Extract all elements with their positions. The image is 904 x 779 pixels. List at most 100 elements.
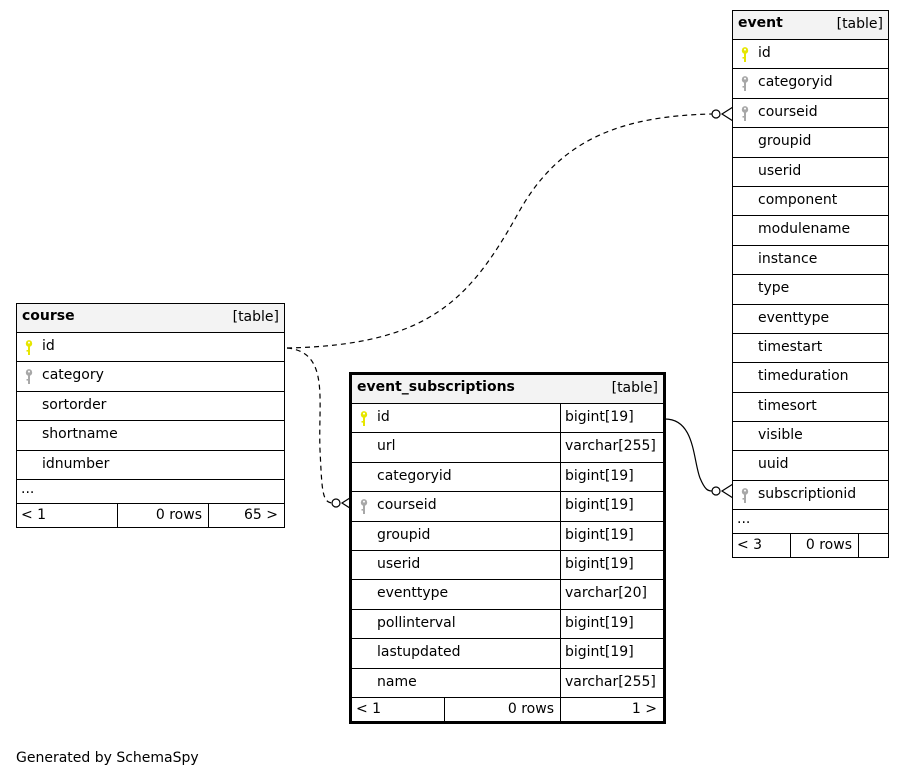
table-header: event_subscriptions [table] [352, 375, 663, 404]
rel-course-event-optional-marker [711, 109, 721, 119]
column-name: instance [758, 250, 818, 267]
column-row-shortname[interactable]: shortname [17, 421, 284, 451]
column-name: sortorder [42, 396, 107, 413]
column-row-pollinterval[interactable]: pollinterval bigint[19] [352, 609, 663, 640]
column-name: url [377, 438, 396, 455]
column-row-courseid[interactable]: courseid [733, 99, 888, 129]
column-type: bigint[19] [560, 639, 663, 668]
column-name: categoryid [758, 74, 833, 91]
table-header: event [table] [733, 11, 888, 40]
column-name: userid [758, 162, 802, 179]
table-name: event_subscriptions [357, 379, 515, 395]
column-row-userid[interactable]: userid [733, 158, 888, 187]
column-list: id categoryid courseid groupid userid compone… [733, 40, 888, 511]
column-row-type[interactable]: type [733, 275, 888, 305]
column-name: modulename [758, 221, 851, 238]
column-row-id[interactable]: id [17, 333, 284, 363]
foreign-key-icon [360, 499, 368, 515]
children-count[interactable]: 1 > [560, 697, 663, 721]
column-row-visible[interactable]: visible [733, 422, 888, 452]
foreign-key-icon [25, 369, 33, 385]
column-name: timestart [758, 338, 823, 355]
parents-count[interactable]: < 3 [737, 537, 763, 554]
column-name: eventtype [377, 585, 449, 602]
table-event[interactable]: event [table] id categoryid courseid groupi… [732, 10, 889, 559]
table-kind: [table] [232, 309, 279, 325]
column-name: groupid [377, 526, 431, 543]
column-list: id category sortorder shortname idnumber [17, 333, 284, 480]
column-row-eventtype[interactable]: eventtype varchar[20] [352, 580, 663, 610]
row-count: 0 rows [117, 503, 208, 527]
column-name: timesort [758, 397, 817, 414]
column-type: bigint[19] [560, 462, 663, 492]
column-name: pollinterval [377, 614, 456, 631]
children-count[interactable] [858, 534, 888, 558]
children-count[interactable]: 65 > [208, 503, 284, 527]
parents-count[interactable]: < 1 [21, 506, 47, 523]
column-name: subscriptionid [758, 485, 857, 502]
column-type: varchar[20] [560, 580, 663, 609]
column-row-groupid[interactable]: groupid [733, 128, 888, 158]
table-kind: [table] [611, 380, 658, 396]
column-name: shortname [42, 426, 118, 443]
foreign-key-icon [741, 487, 749, 503]
column-type: bigint[19] [560, 609, 663, 639]
column-type: bigint[19] [560, 521, 663, 550]
primary-key-icon [741, 47, 749, 62]
column-row-sortorder[interactable]: sortorder [17, 392, 284, 422]
rel-course-event-crowsfoot [720, 106, 734, 122]
column-name: id [758, 45, 771, 61]
rel-subscriptions-event-crowsfoot [720, 483, 734, 499]
rel-course-subscriptions [286, 347, 333, 504]
generated-by-credit: Generated by SchemaSpy [16, 750, 199, 766]
column-name: uuid [758, 456, 789, 473]
column-name: userid [377, 555, 421, 572]
column-type: varchar[255] [560, 668, 663, 697]
table-name: course [22, 308, 75, 324]
column-row-instance[interactable]: instance [733, 246, 888, 276]
column-row-id[interactable]: id [733, 40, 888, 70]
column-type: bigint[19] [560, 492, 663, 521]
column-name: category [42, 367, 104, 384]
table-course[interactable]: course [table] id category sortorder shortn… [16, 303, 285, 528]
column-row-category[interactable]: category [17, 362, 284, 392]
column-name: component [758, 191, 838, 208]
table-footer: < 1 0 rows 65 > [17, 503, 284, 527]
column-row-groupid[interactable]: groupid bigint[19] [352, 521, 663, 551]
column-name: id [377, 409, 390, 425]
column-row-timestart[interactable]: timestart [733, 334, 888, 364]
column-row-subscriptionid[interactable]: subscriptionid [733, 481, 888, 511]
primary-key-icon [360, 411, 368, 426]
column-name: visible [758, 427, 803, 444]
column-row-idnumber[interactable]: idnumber [17, 451, 284, 480]
column-name: groupid [758, 133, 812, 150]
more-columns-ellipsis: ... [17, 480, 284, 504]
column-row-component[interactable]: component [733, 187, 888, 217]
foreign-key-icon [741, 105, 749, 121]
primary-key-icon [25, 340, 33, 355]
column-row-modulename[interactable]: modulename [733, 216, 888, 246]
column-row-timeduration[interactable]: timeduration [733, 363, 888, 393]
column-name: timeduration [758, 368, 849, 385]
column-row-uuid[interactable]: uuid [733, 451, 888, 481]
column-row-timesort[interactable]: timesort [733, 393, 888, 423]
column-row-eventtype[interactable]: eventtype [733, 305, 888, 334]
table-kind: [table] [836, 16, 883, 32]
row-count: 0 rows [790, 534, 858, 558]
rel-subscriptions-event-optional-marker [711, 486, 721, 496]
table-footer: < 1 0 rows 1 > [352, 697, 663, 721]
column-name: eventtype [758, 309, 830, 326]
column-name: idnumber [42, 455, 110, 472]
column-name: id [42, 338, 55, 354]
rel-subscriptions-event [664, 418, 713, 492]
parents-count[interactable]: < 1 [356, 700, 382, 717]
column-row-categoryid[interactable]: categoryid [733, 69, 888, 99]
